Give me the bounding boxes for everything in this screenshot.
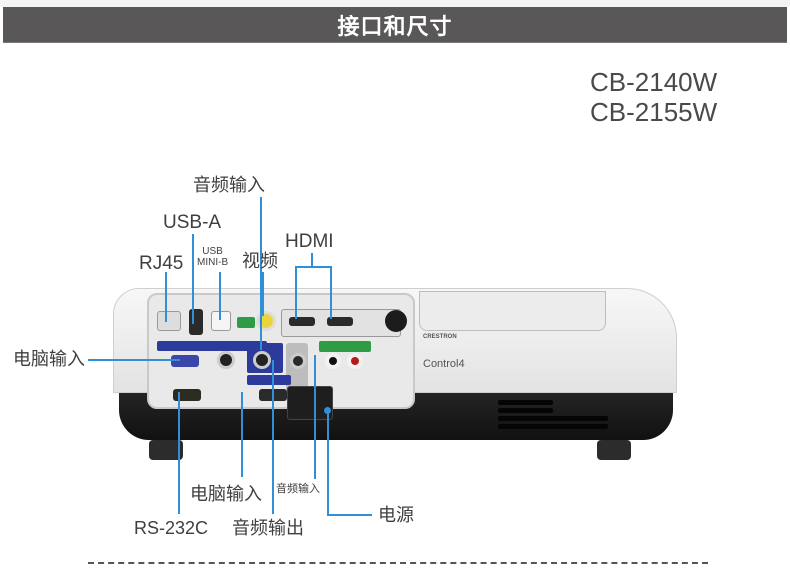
l-audio-r-label: [319, 341, 371, 352]
callout-line-computer-in-left: [88, 359, 180, 361]
section-header: 接口和尺寸: [3, 7, 787, 43]
label-video: 视频: [242, 251, 278, 271]
label-rj45: RJ45: [139, 253, 184, 274]
computer1-label: [157, 341, 267, 351]
callout-line-hdmi1: [295, 266, 297, 319]
callout-line-computer-in-bottom: [241, 392, 243, 477]
connector-panel: [147, 293, 415, 409]
section-title: 接口和尺寸: [337, 14, 453, 40]
label-power: 电源: [378, 505, 414, 525]
power-callout-dot: [324, 407, 331, 414]
callout-line-video: [262, 272, 264, 316]
model-name: CB-2140W: [590, 67, 718, 97]
model-name: CB-2155W: [590, 97, 718, 127]
hdmi2-port: [327, 317, 353, 326]
projector-rear-image: CRESTRON Control4: [113, 288, 677, 460]
callout-line-audio-out: [272, 360, 274, 514]
video-port: [256, 311, 276, 331]
model-list: CB-2140W CB-2155W: [590, 67, 717, 127]
callout-line-hdmi2: [330, 266, 332, 319]
vent-slot: [498, 408, 553, 413]
callout-line-audio-in-bottom: [314, 355, 316, 479]
callout-line-hdmi-bar: [295, 266, 331, 268]
audio-r-port: [347, 353, 363, 369]
callout-line-power: [327, 410, 329, 515]
callout-line-hdmi: [311, 253, 313, 267]
callout-line-usb-a: [192, 234, 194, 324]
ir-sensor: [385, 310, 407, 332]
label-usb-mini-b-line1: USB: [202, 246, 223, 257]
callout-line-rj45: [165, 272, 167, 322]
dashed-divider: [88, 562, 708, 564]
control4-logo: Control4: [423, 358, 465, 370]
callout-line-usb-mini-b: [219, 272, 221, 320]
label-computer-in-bottom: 电脑输入: [190, 484, 262, 504]
adjustable-foot: [149, 440, 183, 460]
computer2-label: [247, 375, 291, 385]
rj45-port: [157, 311, 181, 331]
audio-l-port: [325, 353, 341, 369]
audio-out-port: [290, 353, 306, 369]
vent-slot: [498, 424, 608, 429]
hdmi1-port: [289, 317, 315, 326]
cover-panel: [419, 291, 606, 331]
label-rs232c: RS-232C: [134, 518, 209, 538]
vent-slot: [498, 400, 553, 405]
label-audio-out: 音频输出: [232, 518, 304, 538]
label-usb-mini-b: USB MINI-B: [197, 246, 228, 268]
label-audio-in-top: 音频输入: [193, 175, 265, 195]
computer1-port: [171, 355, 199, 367]
vent-slot: [498, 416, 608, 421]
label-usb-a: USB-A: [163, 212, 222, 233]
audio1-port: [217, 351, 235, 369]
adjustable-foot: [597, 440, 631, 460]
usb-mini-b-port: [211, 311, 231, 331]
audio2-port: [253, 351, 271, 369]
label-audio-in-bottom: 音频输入: [276, 483, 320, 495]
video-label: [237, 317, 255, 328]
label-hdmi: HDMI: [285, 231, 334, 252]
top-strip: [0, 0, 790, 7]
power-inlet: [287, 386, 333, 420]
label-usb-mini-b-line2: MINI-B: [197, 257, 229, 268]
callout-line-power-h: [327, 514, 372, 516]
callout-line-rs232c: [178, 392, 180, 514]
rs232c-port: [173, 389, 201, 401]
callout-line-audio-in-top: [260, 197, 262, 350]
crestron-logo: CRESTRON: [423, 334, 457, 340]
label-computer-in-left: 电脑输入: [13, 349, 85, 369]
